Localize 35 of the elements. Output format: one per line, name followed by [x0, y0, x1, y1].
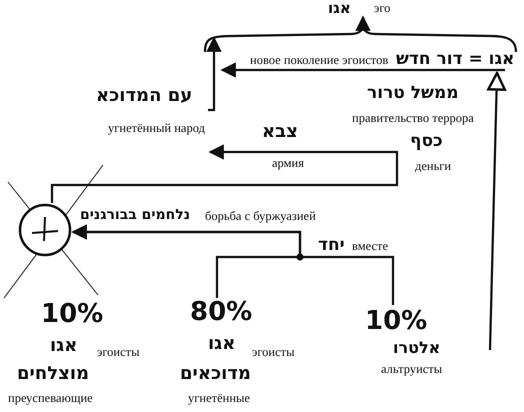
hebrew-label: מדוכאים: [180, 364, 251, 384]
translation-label: преуспевающие: [8, 392, 93, 406]
translation-label: новое поколение эгоистов: [250, 54, 388, 68]
translation-label: альтруисты: [381, 363, 442, 377]
hebrew-label: יחד: [318, 236, 345, 255]
translation-label: вместе: [352, 240, 388, 254]
hebrew-label: אגו = דור חדש: [396, 50, 514, 69]
hebrew-label: אגו: [328, 0, 351, 16]
translation-label: эго: [374, 2, 390, 16]
edge-label: צבא: [262, 122, 298, 142]
arrow: [50, 144, 398, 203]
translation-label: эгоисты: [97, 346, 140, 360]
hebrew-label: מוצלחים: [17, 364, 90, 384]
translation-label: угнетённые: [188, 392, 250, 406]
percentage-label: 10%: [365, 307, 428, 336]
hebrew-label: עם המדוכא: [96, 86, 192, 106]
arrow: [206, 36, 222, 112]
edge-label: נלחמים בבורגנים: [80, 208, 190, 224]
hebrew-label: ממשל טרור: [367, 84, 459, 103]
arrow: [487, 72, 506, 350]
translation-label: деньги: [415, 160, 452, 174]
translation-label: угнетённый народ: [108, 122, 205, 136]
hebrew-label: אגו: [208, 334, 236, 354]
translation-label: эгоисты: [252, 346, 295, 360]
arrow: [355, 15, 371, 31]
percentage-label: 10%: [41, 300, 104, 329]
translation-label: борьба с буржуазией: [205, 210, 316, 224]
hebrew-label: אגו: [50, 336, 78, 356]
hebrew-label: אלטרו: [393, 339, 440, 357]
translation-label: армия: [272, 157, 304, 171]
arrow: [220, 62, 505, 78]
arrow: [71, 224, 394, 305]
percentage-label: 80%: [190, 298, 252, 327]
translation-label: правительство террора: [352, 112, 474, 126]
hebrew-label: כסף: [410, 132, 443, 151]
